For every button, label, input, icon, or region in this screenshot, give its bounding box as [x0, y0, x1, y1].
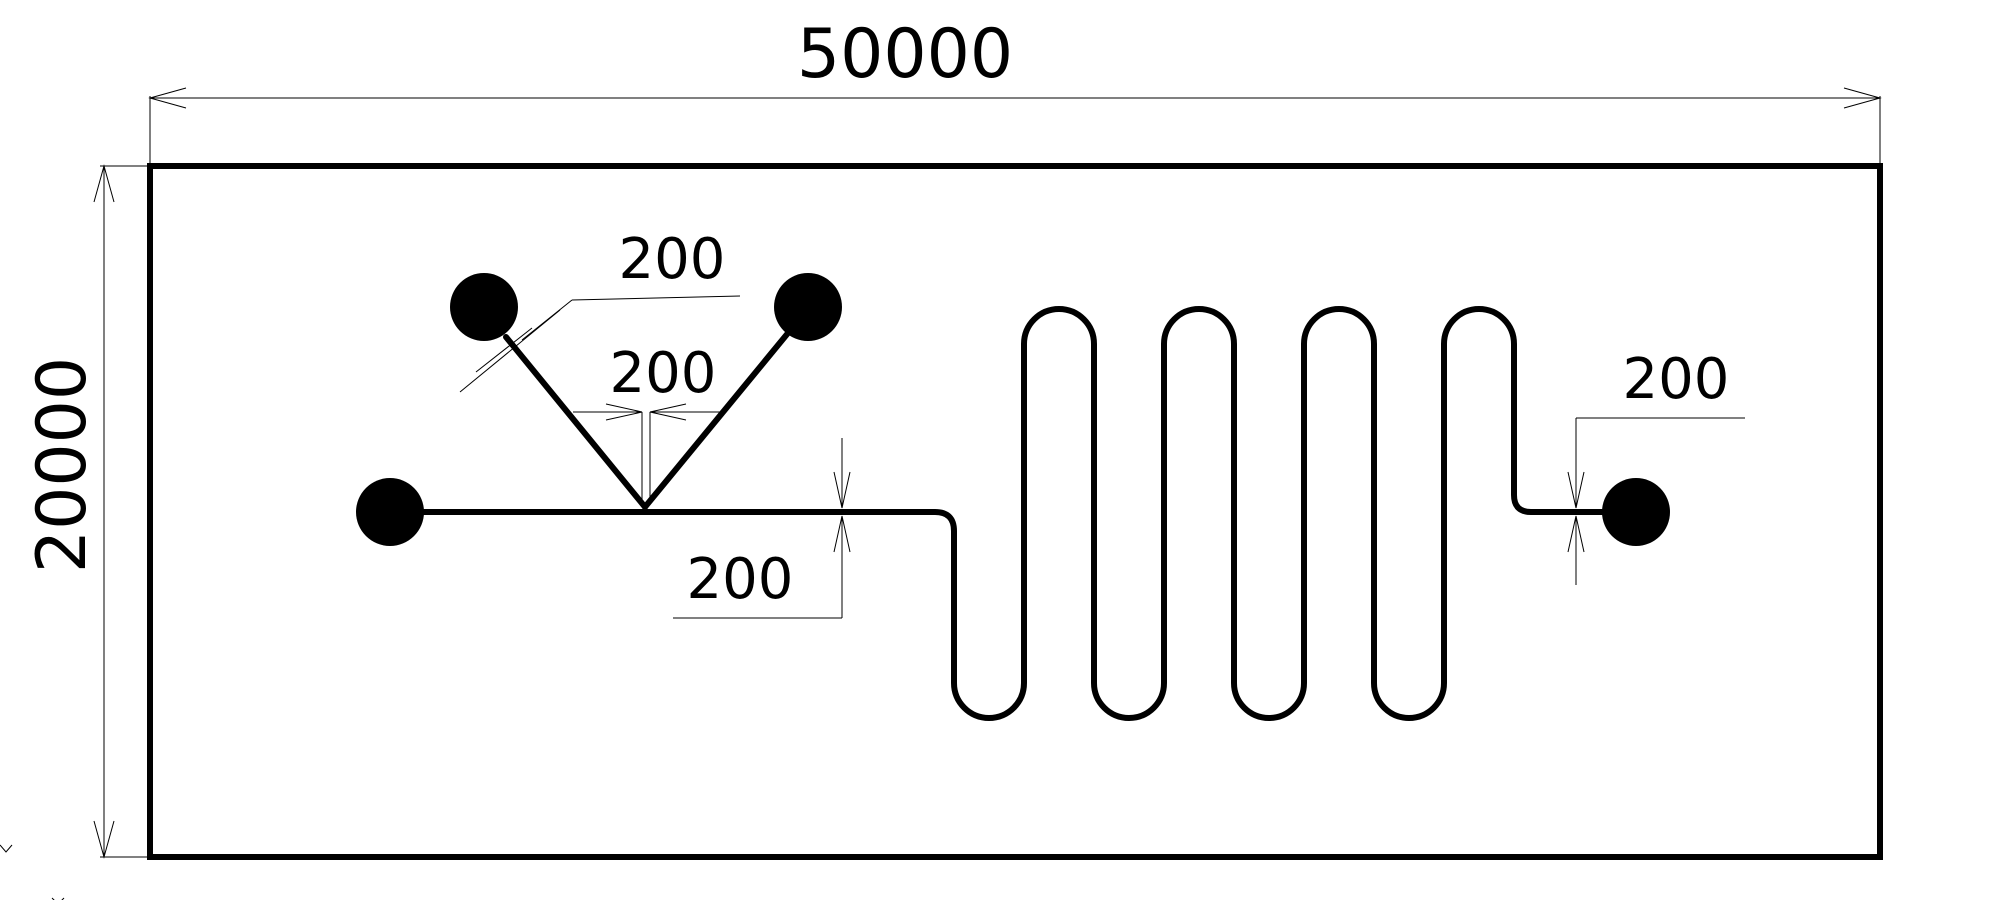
arm-width-label: 200	[619, 227, 726, 292]
ucs-icon	[0, 844, 65, 900]
junction-width-label: 200	[610, 341, 717, 406]
main-channel-width-label: 200	[687, 547, 794, 612]
arm-width-dimension: 200	[459, 227, 741, 393]
serpentine-channel	[387, 306, 1639, 721]
height-dimension: 20000	[23, 164, 150, 859]
width-label: 50000	[797, 15, 1013, 94]
inlet-arm-right	[642, 330, 791, 510]
inlet-arm-left	[503, 334, 648, 510]
main-channel-width-dimension: 200	[673, 438, 851, 619]
chip-outline	[147, 163, 1883, 860]
outlet-width-dimension: 200	[1567, 347, 1745, 585]
junction-width-dimension: 200	[573, 341, 722, 505]
inlet-port-top-left	[450, 273, 518, 341]
inlet-port-top-right	[774, 273, 842, 341]
height-label: 20000	[23, 357, 102, 573]
outlet-width-label: 200	[1623, 347, 1730, 412]
width-dimension: 50000	[148, 15, 1882, 166]
